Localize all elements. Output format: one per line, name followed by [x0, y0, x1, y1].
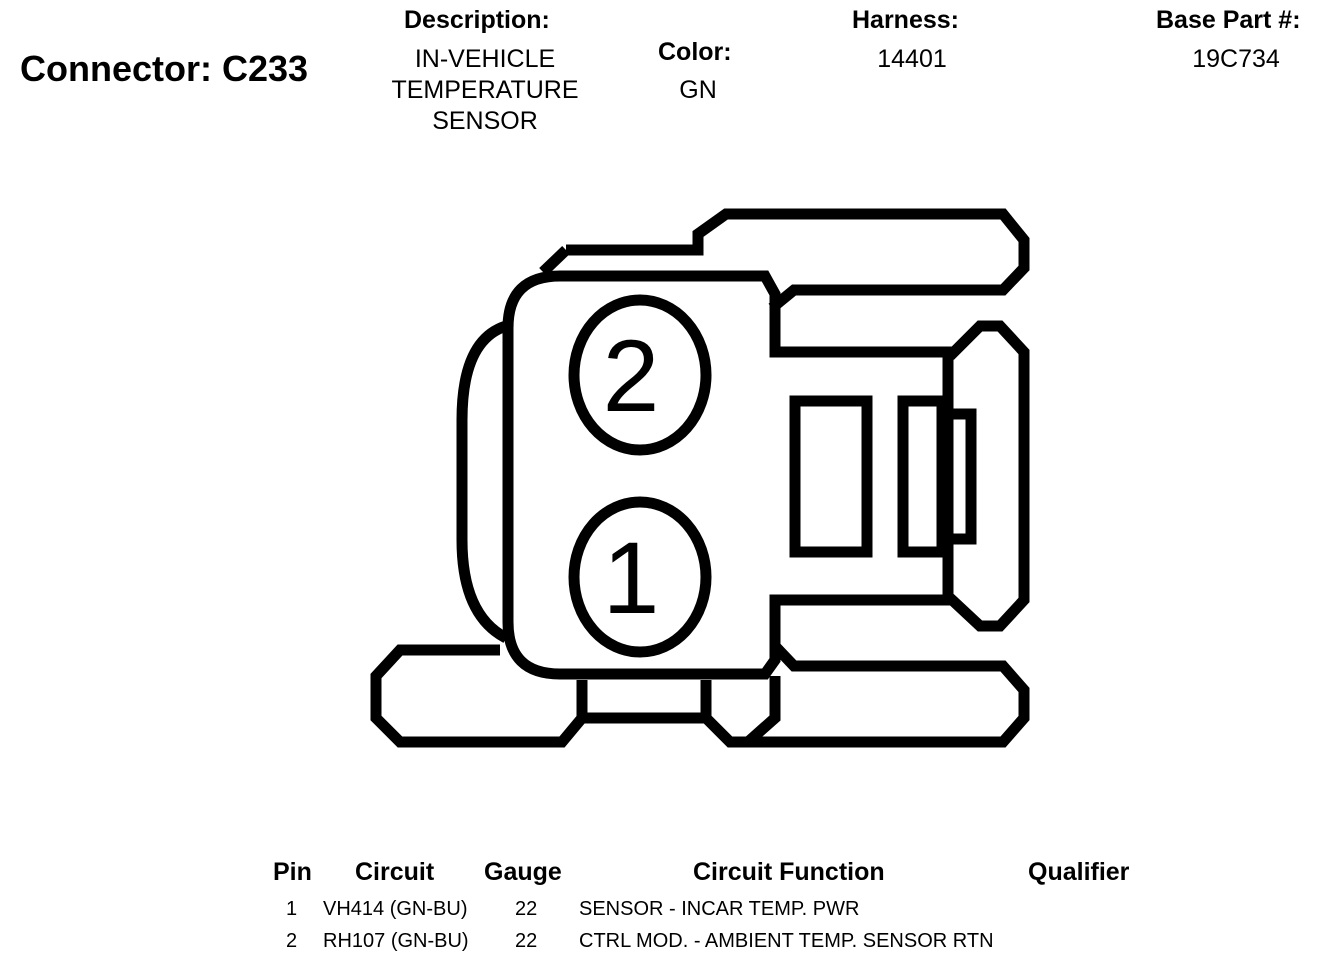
cell-circuit: VH414 (GN-BU): [323, 898, 468, 920]
description-line: TEMPERATURE: [391, 76, 579, 104]
pin-cavity-1: [568, 496, 712, 658]
top-latch-tab: [566, 208, 1030, 313]
cell-circuit-function: SENSOR - INCAR TEMP. PWR: [579, 898, 860, 920]
color-header: Color:: [658, 38, 732, 66]
column-header-circuit-function: Circuit Function: [693, 858, 885, 886]
bottom-right-tab-edge: [744, 676, 781, 747]
terminal-slot: [897, 395, 948, 558]
column-header-circuit: Circuit: [355, 858, 435, 886]
top-latch-edge: [539, 246, 570, 276]
description-header: Description:: [404, 6, 550, 34]
pin-cavity-2: [568, 294, 712, 456]
left-rib: [456, 320, 509, 643]
color-value: GN: [679, 76, 717, 104]
cell-gauge: 22: [515, 930, 538, 952]
terminal-slot: [936, 408, 977, 545]
pin-label-2: 2: [603, 319, 660, 433]
cell-pin: 1: [286, 898, 298, 920]
cell-pin: 2: [286, 930, 298, 952]
bottom-bridge: [576, 680, 712, 724]
column-header-qualifier: Qualifier: [1028, 858, 1130, 886]
connector-title: Connector: C233: [20, 48, 309, 89]
right-latch-rail: [946, 320, 1030, 632]
description-value: IN-VEHICLE TEMPERATURE SENSOR: [370, 44, 600, 137]
bottom-left-tab: [370, 644, 588, 748]
column-header-pin: Pin: [273, 858, 312, 886]
cell-circuit: RH107 (GN-BU): [323, 930, 469, 952]
cell-circuit-function: CTRL MOD. - AMBIENT TEMP. SENSOR RTN: [579, 930, 994, 952]
description-line: IN-VEHICLE: [414, 45, 556, 73]
base-part-header: Base Part #:: [1156, 6, 1301, 34]
cell-gauge: 22: [515, 898, 538, 920]
bottom-right-tab: [700, 642, 1030, 748]
connector-housing: [502, 270, 954, 680]
description-line: SENSOR: [432, 107, 538, 135]
base-part-value: 19C734: [1192, 45, 1280, 73]
harness-value: 14401: [877, 45, 947, 73]
terminal-slot: [789, 395, 873, 558]
column-header-gauge: Gauge: [484, 858, 562, 886]
harness-header: Harness:: [852, 6, 959, 34]
pin-label-1: 1: [603, 521, 660, 635]
